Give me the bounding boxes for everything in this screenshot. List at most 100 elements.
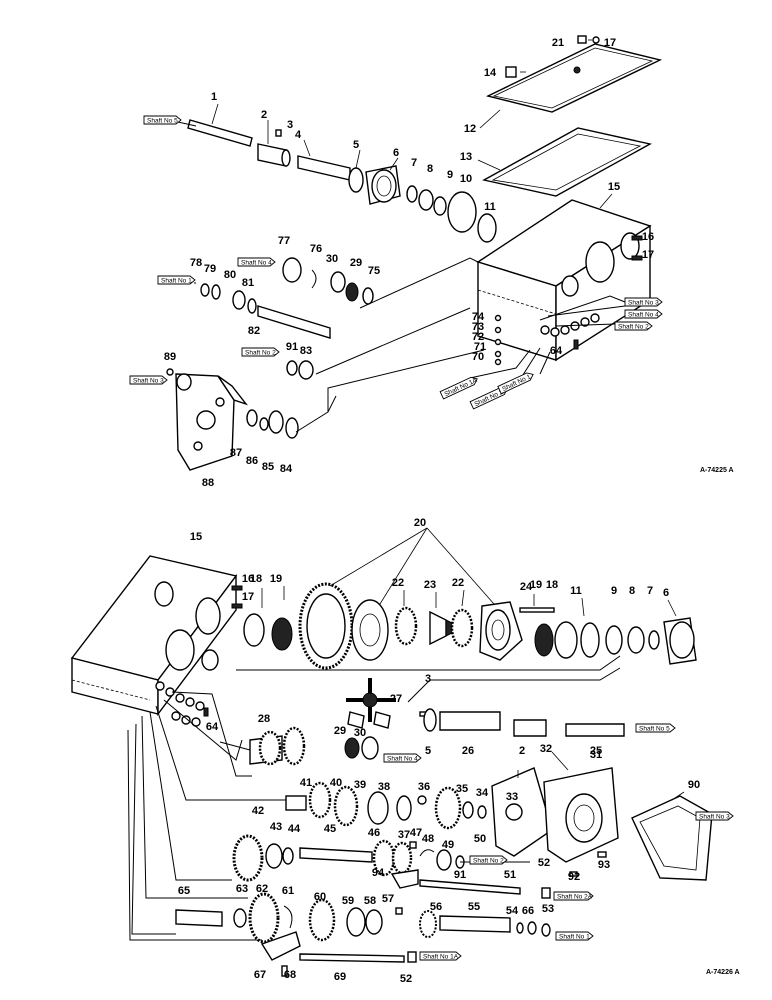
part-number-label: 76 xyxy=(310,243,322,255)
part-number-label: 7 xyxy=(647,585,653,597)
shaft-tag-label: Shaft No 4 xyxy=(628,312,659,319)
shaft-tag-label: Shaft No 2 xyxy=(473,858,504,865)
part-number-label: 6 xyxy=(393,147,399,159)
shaft-tag: Shaft No 2A xyxy=(553,891,594,901)
plug-14 xyxy=(505,66,517,78)
spider-27 xyxy=(346,678,396,729)
pin-47 xyxy=(409,841,417,849)
shaft-tag: Shaft No 1 xyxy=(555,931,594,941)
part-number-label: 57 xyxy=(382,893,394,905)
part-number-label: 30 xyxy=(326,253,338,265)
bearing-38 xyxy=(367,791,389,825)
bolt-24 xyxy=(519,607,555,613)
seal-7 xyxy=(406,185,418,203)
shaft-tag: Shaft No 1A xyxy=(419,951,462,961)
part-number-label: 21 xyxy=(552,37,564,49)
part-number-label: 35 xyxy=(456,783,468,795)
part-number-label: 45 xyxy=(324,823,336,835)
gear-42 xyxy=(232,834,264,882)
part-number-label: 17 xyxy=(242,591,254,603)
part-number-label: 12 xyxy=(464,123,476,135)
shaft-tag: Shaft No 3 xyxy=(129,375,168,385)
cup-18b xyxy=(554,621,578,659)
bottom-exploded-view xyxy=(70,527,713,977)
part-number-label: 19 xyxy=(270,573,282,585)
bearing-30b xyxy=(361,736,379,760)
part-number-label: 77 xyxy=(278,235,290,247)
shaft-tag-label: Shaft No 5 xyxy=(147,118,178,125)
part-number-label: 18 xyxy=(546,579,558,591)
shaft-tag: Shaft No 2 xyxy=(469,855,508,865)
part-number-label: 61 xyxy=(282,885,294,897)
ring-78 xyxy=(200,283,210,297)
part-number-label: 52 xyxy=(538,857,550,869)
part-number-label: 28 xyxy=(258,713,270,725)
shaft-tag: Shaft No 2 xyxy=(614,321,653,331)
part-number-label: 94 xyxy=(372,867,385,879)
part-number-label: 29 xyxy=(350,257,362,269)
diff-case-20b xyxy=(479,601,523,661)
ring-86 xyxy=(259,417,269,431)
part-number-label: 48 xyxy=(422,833,434,845)
bearing-85 xyxy=(268,410,284,434)
ring-8 xyxy=(418,189,434,211)
part-number-label: 51 xyxy=(504,869,516,881)
part-number-label: 88 xyxy=(202,477,214,489)
part-number-label: 46 xyxy=(368,827,380,839)
part-number-label: 81 xyxy=(242,277,254,289)
part-number-label: 62 xyxy=(256,883,268,895)
part-number-label: 13 xyxy=(460,151,472,163)
ring-44 xyxy=(282,847,294,865)
shaft-tag: Shaft No 5 xyxy=(635,723,676,733)
part-number-label: 17 xyxy=(604,37,616,49)
part-number-label: 64 xyxy=(550,345,563,357)
part-number-label: 15 xyxy=(190,531,202,543)
part-number-label: 73 xyxy=(472,321,484,333)
bearing-30 xyxy=(330,271,346,293)
part-number-label: 22 xyxy=(392,577,404,589)
pin-3 xyxy=(275,129,282,137)
part-number-label: 10 xyxy=(460,173,472,185)
retainer-6 xyxy=(365,165,401,205)
shaft-tag-label: Shaft No 3 xyxy=(699,814,730,821)
bearing-80 xyxy=(232,290,246,310)
pin-68 xyxy=(281,965,288,977)
part-number-label: 38 xyxy=(378,781,390,793)
part-number-label: 33 xyxy=(506,791,518,803)
part-number-label: 37 xyxy=(398,829,410,841)
bolt-16 xyxy=(631,235,643,241)
part-number-label: 26 xyxy=(462,745,474,757)
part-number-label: 42 xyxy=(252,805,264,817)
ring-84 xyxy=(285,417,299,439)
ring-53 xyxy=(541,923,551,937)
snapring-76 xyxy=(311,269,317,289)
ring-54 xyxy=(516,922,524,934)
ring-91 xyxy=(286,360,298,376)
plug-89 xyxy=(166,368,174,376)
cover-plug xyxy=(573,66,581,74)
ring-gear-20 xyxy=(298,582,354,670)
clip-48 xyxy=(419,849,435,857)
ring-9b xyxy=(605,625,623,655)
part-number-label: 3 xyxy=(425,673,431,685)
part-number-label: 19 xyxy=(530,579,542,591)
shaft-tag-label: Shaft No 2A xyxy=(557,894,593,901)
part-number-label: 18 xyxy=(250,573,262,585)
bolt-17 xyxy=(631,255,643,261)
part-number-label: 43 xyxy=(270,821,282,833)
shaft-tag-label: Shaft No 4 xyxy=(387,756,418,763)
part-number-label: 52 xyxy=(400,973,412,985)
pinion-gear-23 xyxy=(429,610,455,646)
part-number-label: 71 xyxy=(474,341,486,353)
plug-52b xyxy=(407,951,417,963)
part-number-label: 91 xyxy=(454,869,466,881)
bolt-64 xyxy=(573,339,579,350)
bolt-64-b xyxy=(203,707,209,717)
side-gear-22b xyxy=(450,608,474,648)
gear-39 xyxy=(333,785,359,827)
ring-79 xyxy=(211,284,221,300)
shaft-tag-label: Shaft No 5 xyxy=(639,726,670,733)
cup-18 xyxy=(243,613,265,647)
ring-37 xyxy=(396,795,412,821)
